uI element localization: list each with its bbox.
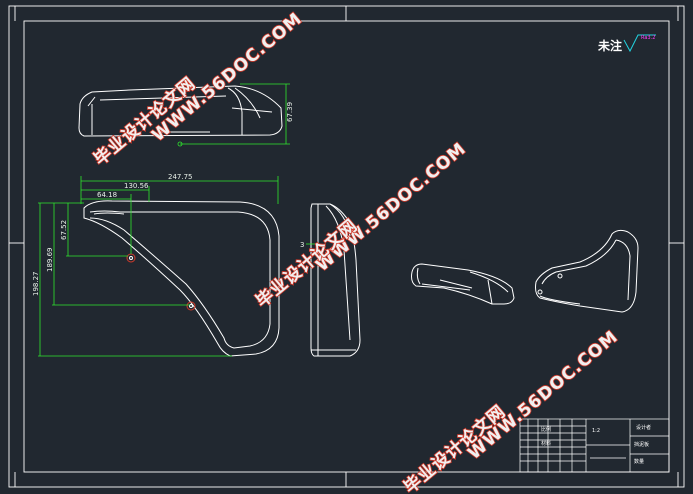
dim-width-2: 130.56 [124, 182, 149, 190]
surface-finish-note: 未注 Ra3.2 [597, 34, 656, 53]
title-block-cell-2: 比例 [541, 426, 551, 433]
isometric-view-2 [535, 229, 639, 313]
top-view [78, 85, 283, 137]
dim-height-left-3: 198.27 [32, 272, 40, 297]
isometric-view-1 [411, 263, 515, 305]
watermarks: WWW.56DOC.COM 毕业设计论文网 WWW.56DOC.COM 毕业设计… [89, 8, 623, 494]
title-block [519, 418, 670, 473]
roughness-value: Ra3.2 [641, 35, 655, 41]
watermark-url-1: WWW.56DOC.COM [148, 9, 306, 146]
title-block-drawing-name: 挡泥板 [634, 441, 649, 448]
dim-height-left-1: 67.52 [60, 220, 68, 240]
side-view [310, 203, 361, 357]
title-block-designer: 设计者 [636, 424, 651, 431]
title-block-cell-3: 材料 [541, 440, 551, 447]
front-view-dimensions [38, 176, 279, 357]
title-block-scale: 1:2 [592, 428, 600, 434]
dim-width-3: 64.18 [97, 191, 117, 199]
front-view [83, 200, 280, 357]
sheet-frame [8, 5, 685, 488]
dim-height-left-2: 189.69 [46, 248, 54, 273]
roughness-symbol-icon [623, 34, 656, 53]
surface-finish-label: 未注 [597, 38, 622, 53]
dim-overall-width: 247.75 [168, 173, 193, 181]
title-block-cell-1: 数量 [634, 458, 644, 465]
dim-side-offset: 3 [300, 241, 304, 249]
dim-top-height: 67.39 [286, 102, 294, 122]
top-view-dimension [177, 83, 290, 147]
